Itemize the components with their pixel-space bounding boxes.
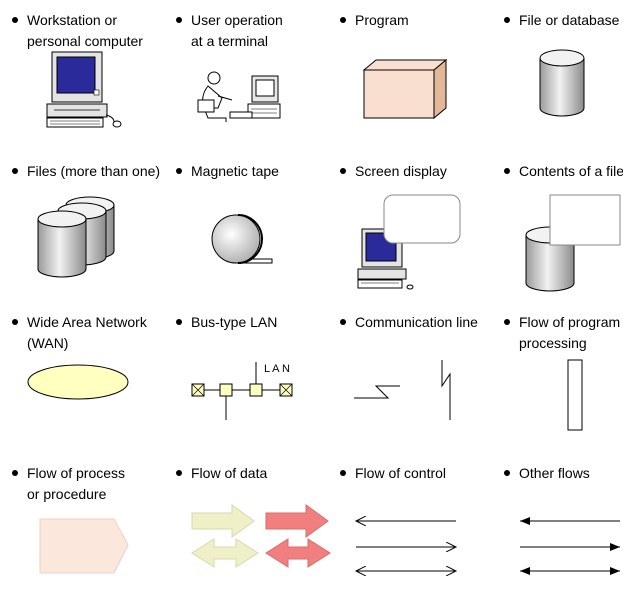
legend-file-contents: Contents of a file [502, 151, 623, 302]
user-terminal-icon [197, 71, 281, 122]
label-control-flow: Flow of control [355, 465, 447, 481]
legend-file-database: File or database [502, 0, 623, 151]
label-file-database: File or database [519, 12, 620, 28]
multiple-files-icon [37, 196, 115, 278]
label-other-flows: Other flows [519, 465, 590, 481]
label-user-terminal: User operation at a terminal [191, 12, 283, 49]
legend-other-flows: Other flows [502, 453, 623, 604]
database-cylinder-icon [539, 49, 585, 117]
label-workstation: Workstation or personal computer [27, 12, 143, 49]
label-process-flow: Flow of process or procedure [27, 465, 126, 502]
legend-data-flow: Flow of data [174, 453, 331, 604]
workstation-icon [46, 51, 122, 128]
data-flow-arrows-icon [191, 504, 331, 568]
legend-bus-lan: Bus-type LAN L A N [174, 302, 324, 453]
screen-display-icon [357, 194, 461, 290]
communication-line-icon [354, 360, 451, 420]
bus-lan-icon: L A N [191, 362, 293, 420]
legend-workstation: Workstation or personal computer [10, 0, 160, 151]
legend-user-terminal: User operation at a terminal [174, 0, 324, 151]
label-program-flow: Flow of program processing [519, 314, 621, 351]
label-screen: Screen display [355, 163, 447, 179]
legend-control-flow: Flow of control [338, 453, 488, 604]
label-wan: Wide Area Network (WAN) [27, 314, 147, 351]
label-bus-lan: Bus-type LAN [191, 314, 278, 330]
legend-wan: Wide Area Network (WAN) [10, 302, 160, 453]
program-box-icon [362, 58, 448, 120]
legend-tape: Magnetic tape [174, 151, 324, 302]
label-comm-line: Communication line [355, 314, 478, 330]
process-flow-shape-icon [39, 518, 129, 574]
label-program: Program [355, 12, 409, 28]
label-data-flow: Flow of data [191, 465, 268, 481]
legend-comm-line: Communication line [338, 302, 488, 453]
label-file-contents: Contents of a file [519, 163, 623, 179]
label-files: Files (more than one) [27, 163, 161, 179]
control-flow-arrows-icon [338, 453, 488, 604]
file-contents-icon [525, 194, 621, 292]
other-flows-arrows-icon [520, 517, 620, 575]
legend-program-flow: Flow of program processing [502, 302, 623, 453]
program-flow-bar-icon [567, 359, 583, 431]
wan-ellipse-icon [27, 364, 129, 400]
legend-files: Files (more than one) [10, 151, 160, 302]
legend-process-flow: Flow of process or procedure [10, 453, 160, 604]
legend-program: Program [338, 0, 488, 151]
magnetic-tape-icon [211, 214, 273, 264]
legend-screen: Screen display [338, 151, 488, 302]
label-tape: Magnetic tape [191, 163, 279, 179]
lan-text: L A N [264, 363, 290, 375]
